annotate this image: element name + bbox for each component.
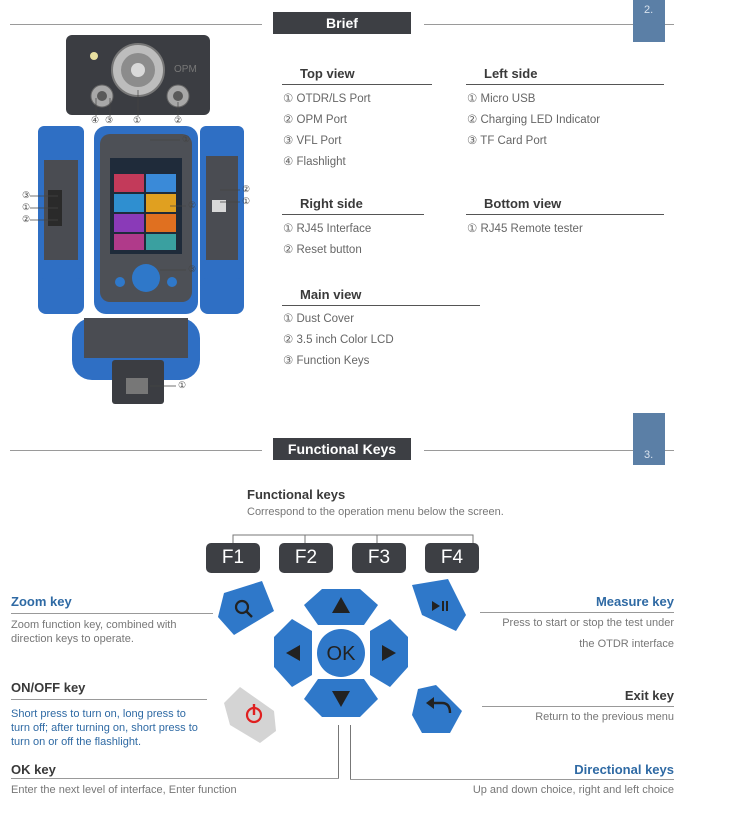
left-side-title: Left side: [484, 66, 538, 81]
functional-banner: Functional Keys: [273, 438, 411, 460]
right-side-line: [282, 214, 424, 215]
main-view-item: ② 3.5 inch Color LCD: [283, 334, 394, 346]
main-view-item: ① Dust Cover: [283, 313, 355, 325]
measure-key-desc-2: the OTDR interface: [579, 638, 674, 650]
svg-text:OPM: OPM: [174, 64, 197, 75]
left-side-item: ③ TF Card Port: [467, 135, 547, 147]
main-view-image: [94, 126, 198, 314]
keypad: OK: [218, 579, 466, 743]
onoff-key-title: ON/OFF key: [11, 680, 86, 695]
callout-left-1: ①: [22, 202, 31, 212]
exit-line: [482, 706, 674, 707]
search-icon: [234, 599, 250, 615]
directional-key-title: Directional keys: [574, 762, 674, 777]
left-side-image: [38, 126, 84, 314]
callout-main-3: ③: [188, 264, 197, 274]
directional-line: [350, 779, 674, 780]
arrow-down-icon: [332, 691, 350, 707]
callout-main-1: ①: [182, 134, 191, 144]
f1-key[interactable]: F1: [206, 543, 260, 573]
f3-key[interactable]: F3: [352, 543, 406, 573]
right-side-item: ① RJ45 Interface: [283, 223, 372, 235]
callout-left-2: ②: [22, 214, 31, 224]
f4-key[interactable]: F4: [425, 543, 479, 573]
measure-key[interactable]: [412, 579, 466, 631]
brief-tab-number: 2.: [633, 0, 665, 42]
arrow-right-icon: [382, 645, 396, 661]
device-illustration: OPM: [30, 35, 244, 404]
top-view-item: ① OTDR/LS Port: [283, 93, 371, 105]
zoom-key-title: Zoom key: [11, 594, 72, 609]
ok-key[interactable]: OK: [317, 629, 365, 677]
bottom-view-line: [466, 214, 664, 215]
measure-key-desc-1: Press to start or stop the test under: [502, 617, 674, 629]
functional-rule-right: [424, 450, 674, 451]
left-side-item: ① Micro USB: [467, 93, 536, 105]
right-side-item: ② Reset button: [283, 244, 362, 256]
right-key[interactable]: [370, 619, 408, 687]
functional-rule-left: [10, 450, 262, 451]
arrow-up-icon: [332, 597, 350, 613]
callout-top-3: ③: [105, 115, 114, 125]
directional-key-desc: Up and down choice, right and left choic…: [472, 784, 674, 796]
callout-top-4: ④: [91, 115, 100, 125]
ok-key-title: OK key: [11, 762, 56, 777]
left-side-item: ② Charging LED Indicator: [467, 114, 601, 126]
back-arrow-icon: [434, 701, 452, 714]
callout-main-2: ②: [188, 200, 197, 210]
functional-subheading: Correspond to the operation menu below t…: [247, 506, 504, 518]
functional-heading: Functional keys: [247, 487, 346, 502]
bottom-view-image: [72, 318, 200, 404]
power-key[interactable]: [224, 687, 276, 743]
top-view-item: ③ VFL Port: [283, 135, 342, 147]
ok-key-desc: Enter the next level of interface, Enter…: [11, 784, 237, 796]
main-view-line: [282, 305, 480, 306]
onoff-line: [11, 699, 207, 700]
right-side-image: [200, 126, 244, 314]
zoom-line: [11, 613, 213, 614]
main-view-item: ③ Function Keys: [283, 355, 370, 367]
exit-key-desc: Return to the previous menu: [535, 711, 674, 723]
callout-right-2: ②: [242, 184, 251, 194]
top-view-title: Top view: [300, 66, 355, 81]
down-key[interactable]: [304, 679, 378, 717]
exit-key-title: Exit key: [624, 688, 674, 703]
brief-banner: Brief: [273, 12, 411, 34]
top-view-image: OPM: [66, 35, 210, 115]
measure-key-title: Measure key: [595, 594, 674, 609]
zoom-key[interactable]: [218, 581, 274, 635]
callout-bottom-1: ①: [178, 380, 187, 390]
left-key[interactable]: [274, 619, 312, 687]
directional-leader-line: [350, 725, 351, 779]
f2-key[interactable]: F2: [279, 543, 333, 573]
callout-left-3: ③: [22, 190, 31, 200]
main-view-title: Main view: [300, 287, 362, 302]
functional-tab-number: 3.: [633, 413, 665, 465]
right-side-title: Right side: [300, 196, 363, 211]
top-view-line: [282, 84, 432, 85]
callout-top-1: ①: [133, 115, 142, 125]
callout-right-1: ①: [242, 196, 251, 206]
svg-text:OK: OK: [327, 643, 357, 665]
exit-key[interactable]: [412, 685, 462, 733]
brief-rule-left: [10, 24, 262, 25]
zoom-key-desc: Zoom function key, combined with directi…: [11, 619, 177, 645]
onoff-key-desc: Short press to turn on, long press to tu…: [11, 708, 198, 748]
top-view-item: ④ Flashlight: [283, 156, 346, 168]
up-key[interactable]: [304, 589, 378, 625]
top-view-item: ② OPM Port: [283, 114, 347, 126]
callout-top-2: ②: [174, 115, 183, 125]
bottom-view-item: ① RJ45 Remote tester: [467, 223, 583, 235]
left-side-line: [466, 84, 664, 85]
brief-rule-right: [424, 24, 674, 25]
ok-leader-line: [338, 725, 339, 778]
ok-line: [11, 778, 339, 779]
play-pause-icon: [432, 601, 440, 611]
measure-line: [480, 612, 674, 613]
arrow-left-icon: [286, 645, 300, 661]
bottom-view-title: Bottom view: [484, 196, 562, 211]
